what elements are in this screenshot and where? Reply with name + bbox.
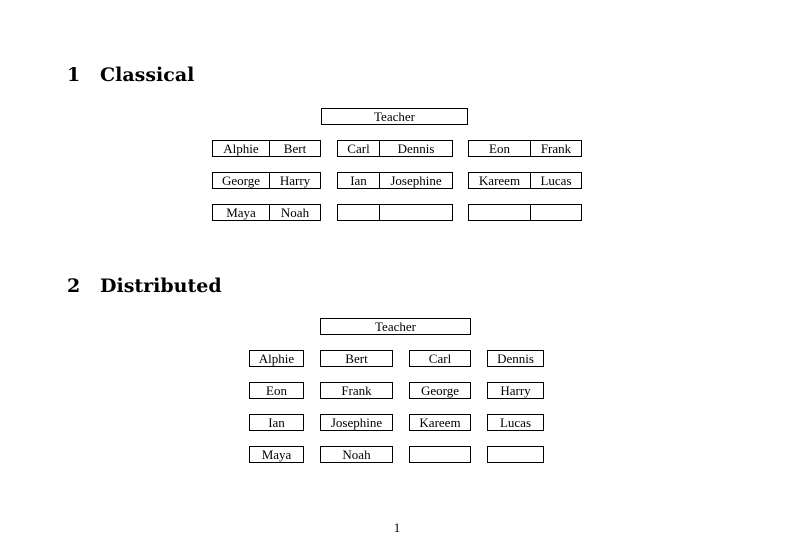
seat-empty xyxy=(337,204,380,221)
seat: Frank xyxy=(320,382,393,399)
seat-empty xyxy=(379,204,453,221)
seat: Dennis xyxy=(487,350,544,367)
seat: Alphie xyxy=(249,350,304,367)
seat: Noah xyxy=(320,446,393,463)
seat: Maya xyxy=(249,446,304,463)
seat: Carl xyxy=(409,350,471,367)
seat: Frank xyxy=(530,140,582,157)
teacher-desk: Teacher xyxy=(320,318,471,335)
seat: Lucas xyxy=(530,172,582,189)
page-number: 1 xyxy=(393,520,401,535)
seat-empty xyxy=(468,204,531,221)
seat: Bert xyxy=(320,350,393,367)
teacher-desk: Teacher xyxy=(321,108,468,125)
section-number: 1 xyxy=(67,64,81,86)
seat: Eon xyxy=(249,382,304,399)
seat-empty xyxy=(487,446,544,463)
section-heading-classical: 1 Classical xyxy=(67,64,194,86)
seat: Lucas xyxy=(487,414,544,431)
seat: Alphie xyxy=(212,140,270,157)
seat: Noah xyxy=(269,204,321,221)
seat: Ian xyxy=(249,414,304,431)
seat: Kareem xyxy=(468,172,531,189)
seat: Harry xyxy=(487,382,544,399)
seat: Maya xyxy=(212,204,270,221)
seat-empty xyxy=(409,446,471,463)
seat: George xyxy=(212,172,270,189)
section-title: Classical xyxy=(100,64,195,86)
seat: Josephine xyxy=(379,172,453,189)
seat: Kareem xyxy=(409,414,471,431)
seat: George xyxy=(409,382,471,399)
seat: Ian xyxy=(337,172,380,189)
seat-empty xyxy=(530,204,582,221)
seat: Harry xyxy=(269,172,321,189)
seat: Carl xyxy=(337,140,380,157)
section-heading-distributed: 2 Distributed xyxy=(67,275,222,297)
seat: Eon xyxy=(468,140,531,157)
section-title: Distributed xyxy=(100,275,222,297)
seat: Bert xyxy=(269,140,321,157)
seat: Josephine xyxy=(320,414,393,431)
seat: Dennis xyxy=(379,140,453,157)
section-number: 2 xyxy=(67,275,81,297)
